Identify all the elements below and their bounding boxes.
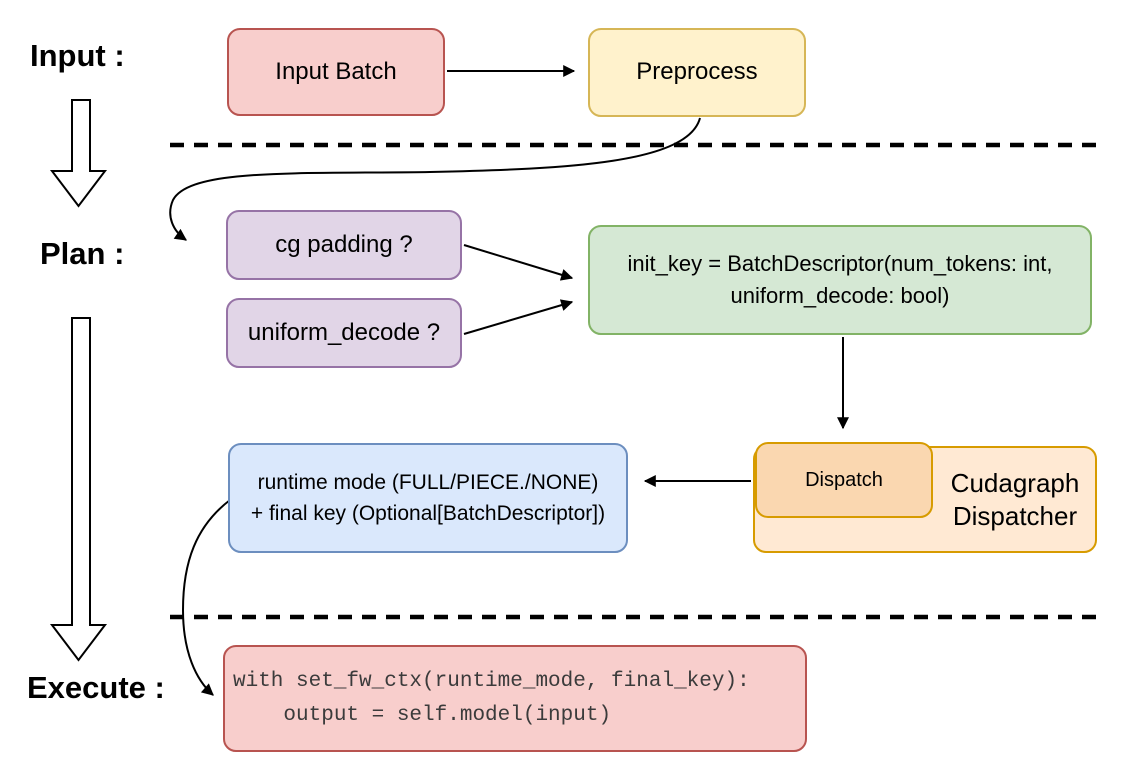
- edge-uniformdecode-to-initkey: [463, 299, 574, 335]
- node-init-key-line1: init_key = BatchDescriptor(num_tokens: i…: [627, 251, 1053, 276]
- node-input-batch: Input Batch: [227, 28, 445, 116]
- stage-label-execute: Execute :: [27, 670, 165, 705]
- node-preprocess-label: Preprocess: [636, 58, 758, 86]
- node-init-key: init_key = BatchDescriptor(num_tokens: i…: [588, 225, 1092, 335]
- node-uniform-decode-label: uniform_decode ?: [247, 318, 441, 346]
- node-runtime-result: runtime mode (FULL/PIECE./NONE) + final …: [228, 443, 628, 553]
- execute-code-line1: with set_fw_ctx(runtime_mode, final_key)…: [233, 669, 750, 693]
- node-init-key-line2: uniform_decode: bool): [730, 283, 950, 308]
- node-cg-padding-label: cg padding ?: [275, 230, 413, 258]
- node-cudagraph-dispatcher-label: Cudagraph Dispatcher: [935, 446, 1095, 553]
- stage-label-input: Input :: [30, 38, 125, 73]
- node-runtime-result-line2: + final key (Optional[BatchDescriptor]): [250, 502, 606, 525]
- stage-label-plan: Plan :: [40, 236, 125, 271]
- cudagraph-label-line2: Dispatcher: [952, 500, 1078, 531]
- node-runtime-result-line1: runtime mode (FULL/PIECE./NONE): [257, 471, 599, 494]
- node-input-batch-label: Input Batch: [275, 57, 397, 85]
- node-execute-code: with set_fw_ctx(runtime_mode, final_key)…: [223, 645, 807, 752]
- node-dispatch-label: Dispatch: [805, 468, 883, 491]
- node-dispatch: Dispatch: [755, 442, 933, 518]
- node-cg-padding: cg padding ?: [226, 210, 462, 280]
- edge-cgpadding-to-initkey: [463, 244, 574, 281]
- stage-arrow-input-to-plan-icon: [49, 99, 108, 208]
- cudagraph-label-line1: Cudagraph: [950, 467, 1080, 498]
- execute-code-line2: output = self.model(input): [233, 703, 612, 727]
- stage-arrow-plan-to-execute-icon: [49, 317, 108, 662]
- node-uniform-decode: uniform_decode ?: [226, 298, 462, 368]
- node-preprocess: Preprocess: [588, 28, 806, 117]
